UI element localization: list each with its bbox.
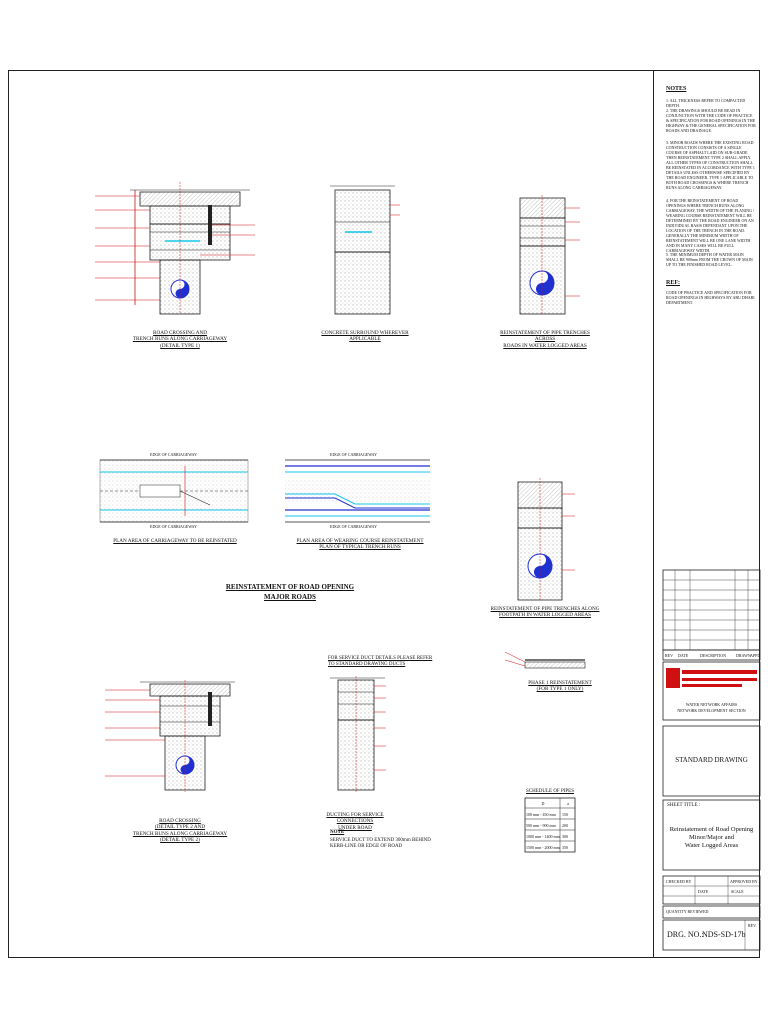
plan-wearing-course [285,459,430,523]
drawing-sheet-border [8,70,760,958]
schedule-title: SCHEDULE OF PIPES [525,789,575,794]
standard-drawing-label: STANDARD DRAWING [675,756,748,764]
service-duct-note: FOR SERVICE DUCT DETAILS PLEASE REFER TO… [328,656,433,667]
caption-water-logged-footpath: REINSTATEMENT OF PIPE TRENCHES ALONG FOO… [490,606,600,619]
rev-header-appd: APPD [750,653,761,658]
plan1-edge-top: EDGE OF CARRIAGEWAY [150,452,197,457]
sheet-title-line-1: Reinstatement of Road Opening [669,826,754,833]
schedule-header-a: a [567,801,569,806]
schedule-row-1-d: 100 mm - 450 mm [526,812,556,817]
schedule-table-grid [524,797,576,853]
rev-header-date: DATE [678,653,689,658]
approved-by-label: APPROVED BY [730,879,758,884]
note-5: 5. THE MINIMUM DEPTH OF WATER MAIN SHALL… [666,252,753,267]
schedule-header-d: D [541,801,545,806]
schedule-row-4-a: 350 [562,845,568,850]
detail-road-crossing-type1 [95,182,255,315]
detail-phase1 [504,651,586,669]
rev-label: REV. [748,923,757,928]
plan2-edge-bottom: EDGE OF CARRIAGEWAY [330,524,377,529]
rev-header-drawn: DRAWN [736,653,751,658]
caption-road-crossing-type1: ROAD CROSSING AND TRENCH RUNS ALONG CARR… [132,330,228,349]
schedule-row-2-a: 200 [562,823,568,828]
schedule-row-3-d: 1000 mm - 1400 mm [526,834,560,839]
schedule-row-1-a: 150 [562,812,568,817]
detail-water-logged-footpath [517,478,575,601]
plan1-edge-bottom: EDGE OF CARRIAGEWAY [150,524,197,529]
date-label: DATE [698,889,709,894]
caption-plan-wearing-course: PLAN AREA OF WEARING COURSE REINSTATEMEN… [296,538,424,551]
checked-by-label: CHECKED BY [666,879,692,884]
notes-title: NOTES [666,86,687,92]
ref-text: CODE OF PRACTICE AND SPECIFICATION FOR R… [666,290,755,305]
note-2: 2. THE DRAWINGS SHOULD BE READ IN CONJUN… [666,108,756,133]
caption-road-crossing-type2: ROAD CROSSING (DETAIL TYPE 2 AND TRENCH … [132,818,228,844]
drg-no-label: DRG. NO.: [667,930,704,939]
scale-label: SCALE [731,889,744,894]
plan-carriageway-reinstated [99,459,249,523]
schedule-row-3-a: 300 [562,834,568,839]
dept-line-2: NETWORK DEVELOPMENT SECTION [677,708,746,713]
note-4: 4. FOR THE REINSTATEMENT OF ROAD OPENING… [666,198,755,253]
rev-header-rev: REV [665,653,673,658]
sheet-title-line-3: Water Logged Areas [684,842,739,849]
detail-service-duct [330,676,386,792]
ref-title: REF: [666,280,680,286]
caption-phase1: PHASE 1 REINSTATEMENT (FOR TYPE 1 ONLY) [528,680,592,693]
schedule-row-4-d: 1500 mm - 2000 mm [526,845,560,850]
quantities-label: QUANTITY REVIEWED [666,909,709,914]
main-heading-line2: MAJOR ROADS [264,593,316,601]
note-3: 3. MINOR ROADS WHERE THE EXISTING ROAD C… [666,140,755,190]
note-title: NOTE [330,830,345,835]
sheet-title-label: SHEET TITLE : [667,803,701,808]
dept-line-1: WATER NETWORK AFFAIRS [685,702,738,707]
detail-water-logged-across [519,195,580,315]
title-block-grid [662,569,761,951]
caption-service-duct: DUCTING FOR SERVICE CONNECTIONS UNDER RO… [326,812,384,831]
caption-water-logged-across: REINSTATEMENT OF PIPE TRENCHES ACROSS RO… [500,330,590,349]
detail-concrete-surround [330,185,400,315]
rev-header-description: DESCRIPTION [700,653,727,658]
main-heading-line1: REINSTATEMENT OF ROAD OPENING [225,583,355,591]
caption-plan-carriageway: PLAN AREA OF CARRIAGEWAY TO BE REINSTATE… [113,538,237,544]
note-text: SERVICE DUCT TO EXTEND 300mm BEHIND KERB… [330,838,431,849]
caption-concrete-surround: CONCRETE SURROUND WHEREVER APPLICABLE [321,330,409,343]
organization-logo [666,668,757,688]
note-1: 1. ALL THICKNESS REFER TO COMPACTED DEPT… [666,98,746,108]
title-block-divider [653,70,654,958]
schedule-row-2-d: 500 mm - 900 mm [526,823,556,828]
plan2-edge-top: EDGE OF CARRIAGEWAY [330,452,377,457]
drg-no-value: NDS-SD-17b [702,930,746,939]
sheet-title-line-2: Minor/Major and [689,834,734,841]
detail-road-crossing-type2 [105,680,235,792]
